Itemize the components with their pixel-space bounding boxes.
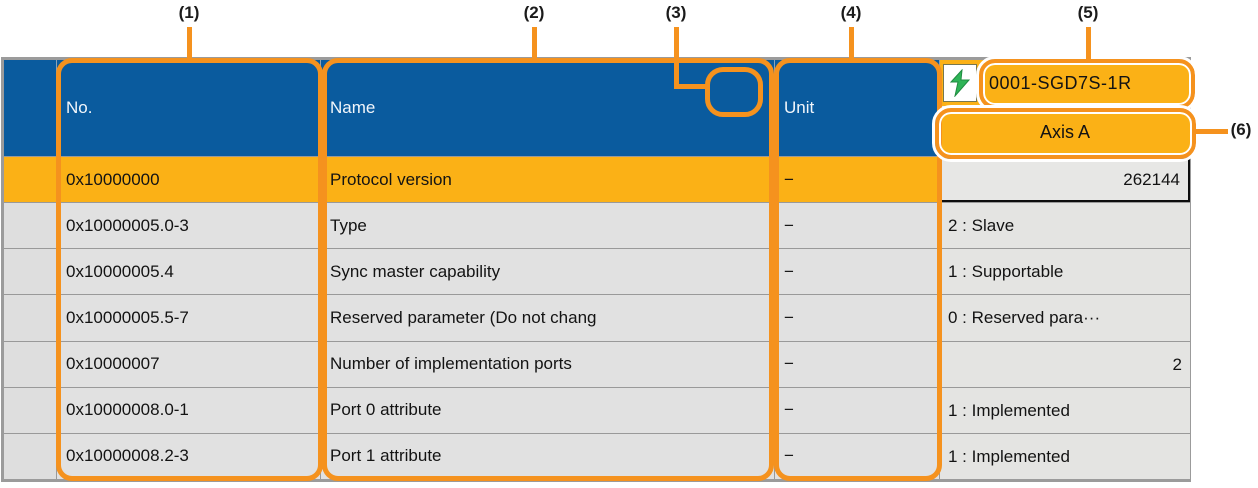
column-header-unit[interactable]: Unit	[775, 60, 940, 156]
table-body: 0x10000000 Protocol version − 262144 0x1…	[4, 157, 1190, 479]
callout-label-5: (5)	[1077, 3, 1099, 22]
table-row: 0x10000005.0-3 Type − 2 : Slave	[4, 203, 1190, 250]
cell-unit[interactable]: −	[775, 203, 940, 249]
column-header-no-label: No.	[66, 98, 93, 117]
callout-label-4: (4)	[840, 3, 862, 22]
cell-unit[interactable]: −	[775, 341, 940, 387]
cell-value[interactable]: 2	[940, 341, 1190, 387]
axis-header-label: Axis A	[1039, 121, 1091, 142]
column-header-name[interactable]: Name	[321, 60, 775, 156]
callout-label-1: (1)	[178, 3, 200, 22]
cell-name[interactable]: Protocol version	[321, 157, 775, 203]
row-selector-cell[interactable]	[4, 249, 57, 295]
callout-leader-6	[1196, 129, 1228, 134]
cell-name[interactable]: Port 0 attribute	[321, 387, 775, 433]
row-selector-header	[4, 60, 57, 156]
callout-leader-2	[532, 27, 537, 59]
table-row: 0x10000005.5-7 Reserved parameter (Do no…	[4, 295, 1190, 342]
cell-name[interactable]: Reserved parameter (Do not chang	[321, 295, 775, 341]
cell-no[interactable]: 0x10000005.0-3	[57, 203, 321, 249]
cell-value[interactable]: 1 : Implemented	[940, 433, 1190, 479]
cell-unit[interactable]: −	[775, 387, 940, 433]
column-header-name-label: Name	[330, 98, 376, 117]
servo-model-label: 0001-SGD7S-1R	[989, 72, 1132, 93]
servo-model-header[interactable]: 0001-SGD7S-1R	[940, 60, 1190, 108]
axis-column-header: 0001-SGD7S-1R Axis A	[940, 60, 1190, 156]
cell-name[interactable]: Port 1 attribute	[321, 433, 775, 479]
column-header-unit-label: Unit	[784, 98, 815, 117]
cell-value[interactable]: 1 : Supportable	[940, 249, 1190, 295]
axis-header[interactable]: Axis A	[940, 108, 1190, 156]
cell-name[interactable]: Sync master capability	[321, 249, 775, 295]
cell-no[interactable]: 0x10000007	[57, 341, 321, 387]
lightning-icon	[949, 69, 971, 97]
table-row: 0x10000005.4 Sync master capability − 1 …	[4, 249, 1190, 296]
parameter-table: No. Name Unit 0001-SGD7S-1R Axi	[1, 57, 1191, 482]
cell-no[interactable]: 0x10000008.2-3	[57, 433, 321, 479]
table-row: 0x10000007 Number of implementation port…	[4, 341, 1190, 388]
cell-name[interactable]: Number of implementation ports	[321, 341, 775, 387]
cell-unit[interactable]: −	[775, 295, 940, 341]
cell-unit[interactable]: −	[775, 249, 940, 295]
cell-value[interactable]: 0 : Reserved para···	[940, 295, 1190, 341]
table-row: 0x10000008.2-3 Port 1 attribute − 1 : Im…	[4, 433, 1190, 479]
callout-label-6: (6)	[1230, 120, 1252, 139]
cell-unit[interactable]: −	[775, 433, 940, 479]
callout-label-2: (2)	[523, 3, 545, 22]
cell-unit[interactable]: −	[775, 157, 940, 203]
callout-leader-4	[849, 27, 854, 59]
row-selector-cell[interactable]	[4, 157, 57, 203]
table-row: 0x10000008.0-1 Port 0 attribute − 1 : Im…	[4, 387, 1190, 434]
cell-value[interactable]: 2 : Slave	[940, 203, 1190, 249]
row-selector-cell[interactable]	[4, 295, 57, 341]
row-selector-cell[interactable]	[4, 433, 57, 479]
cell-no[interactable]: 0x10000005.4	[57, 249, 321, 295]
cell-name[interactable]: Type	[321, 203, 775, 249]
row-selector-cell[interactable]	[4, 341, 57, 387]
online-status-box	[943, 64, 977, 102]
column-header-no[interactable]: No.	[57, 60, 321, 156]
table-row: 0x10000000 Protocol version − 262144	[4, 157, 1190, 204]
cell-no[interactable]: 0x10000000	[57, 157, 321, 203]
cell-no[interactable]: 0x10000005.5-7	[57, 295, 321, 341]
callout-leader-1	[187, 27, 192, 59]
row-selector-cell[interactable]	[4, 203, 57, 249]
row-selector-cell[interactable]	[4, 387, 57, 433]
table-header-row: No. Name Unit 0001-SGD7S-1R Axi	[4, 60, 1190, 157]
cell-no[interactable]: 0x10000008.0-1	[57, 387, 321, 433]
callout-leader-5	[1086, 27, 1091, 60]
cell-value[interactable]: 1 : Implemented	[940, 387, 1190, 433]
cell-value[interactable]: 262144	[940, 157, 1190, 203]
callout-label-3: (3)	[665, 3, 687, 22]
